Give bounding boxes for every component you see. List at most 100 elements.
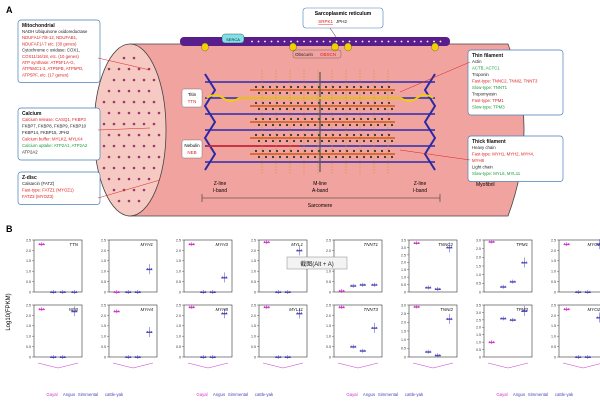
cross-section-dot (137, 67, 141, 71)
data-point (567, 307, 570, 311)
obscurin-gene: OBSCN (320, 52, 336, 57)
boxThin-line: Slow-type: TNNT1 (472, 85, 508, 90)
data-point (371, 326, 374, 329)
myosin-head (331, 117, 335, 121)
data-point (221, 311, 224, 315)
data-point (42, 307, 45, 311)
myosin-head (257, 139, 261, 143)
myosin-head (257, 91, 261, 95)
data-point (425, 286, 428, 289)
myosin-head (390, 155, 394, 159)
zline-right: Z-line (414, 181, 427, 187)
myosin-head (306, 123, 310, 127)
data-point (354, 345, 357, 348)
data-point (577, 290, 580, 293)
sr-dot (316, 40, 318, 43)
plot-MYOZ3: 00.51.01.52.02.5MYOZ3 (551, 303, 600, 369)
myosin-head (352, 85, 356, 89)
cross-section-dot (137, 89, 141, 93)
data-point (509, 318, 512, 321)
y-tick-label: 1.5 (476, 333, 481, 337)
myosin-head (376, 123, 380, 127)
myosin-head (289, 85, 293, 89)
myosin-head (303, 117, 307, 121)
myosin-head (299, 139, 303, 143)
myosin-head (383, 107, 387, 111)
myosin-head (285, 155, 289, 159)
myosin-head (271, 91, 275, 95)
data-point (586, 355, 589, 358)
boxCalc-frame (17, 107, 101, 161)
group-bracket (262, 362, 304, 369)
data-point (263, 240, 266, 244)
sr-dot (426, 40, 429, 43)
myosin-head (261, 149, 265, 153)
myosin-head (320, 139, 324, 143)
y-tick-label: 2.5 (101, 238, 106, 242)
data-point (211, 290, 214, 293)
data-point (71, 290, 74, 293)
data-point (213, 355, 216, 358)
boxThick-line: Light chain (472, 165, 493, 170)
myosin-head (387, 133, 391, 137)
data-point (575, 355, 578, 358)
y-tick-label: 2.5 (326, 303, 331, 307)
y-tick-label: 2.0 (551, 249, 556, 253)
myosin-head (324, 101, 328, 105)
y-tick-label: 1.0 (401, 338, 406, 342)
myosin-head (289, 117, 293, 121)
data-point (415, 305, 418, 308)
gene-title: TNNI2 (440, 307, 453, 312)
y-tick-label: 3.0 (476, 238, 481, 242)
data-point (579, 355, 582, 358)
cross-section-dot (137, 133, 141, 137)
y-tick-label: 1.5 (26, 259, 31, 263)
boxThin-line: Fast-type: TPM1 (472, 98, 504, 103)
y-tick-label: 2.0 (251, 314, 256, 318)
boxCalc-line: Calcium release: CASQ1, FKBP3 (22, 117, 86, 122)
y-tick-label: 1.0 (476, 341, 481, 345)
myosin-head (257, 155, 261, 159)
myosin-head (310, 85, 314, 89)
data-point (446, 317, 449, 320)
data-point (125, 290, 128, 293)
myosin-head (320, 155, 324, 159)
cross-section-dot (127, 177, 131, 181)
y-tick-label: 0.5 (326, 345, 331, 349)
sr-dot (296, 40, 299, 43)
data-point (298, 311, 301, 315)
sr-box (302, 7, 384, 29)
data-point (584, 290, 587, 293)
data-point (59, 290, 62, 293)
myosin-head (373, 133, 377, 137)
myosin-head (352, 117, 356, 121)
myosin-head (327, 91, 331, 95)
cross-section-dot (142, 122, 146, 126)
myosin-head (355, 139, 359, 143)
boxZ-line: Fast-type: FATZ1 (MYOZ1) (22, 188, 74, 193)
myosin-head (299, 155, 303, 159)
sr-dot (381, 40, 383, 43)
sr-dot (257, 40, 260, 43)
data-point (523, 309, 526, 312)
gene-title: MYH8 (215, 307, 228, 312)
y-tick-label: 2.0 (401, 321, 406, 325)
data-point (338, 289, 341, 292)
data-point (373, 326, 376, 329)
myosin-head (275, 101, 279, 105)
panel-b-label: B (6, 224, 13, 234)
myosin-head (257, 107, 261, 111)
myosin-head (369, 107, 373, 111)
data-point (204, 290, 207, 293)
cross-section-dot (117, 67, 121, 71)
myosin-head (376, 107, 380, 111)
myosin-head (289, 133, 293, 137)
data-point (265, 305, 268, 309)
sr-channels (201, 42, 439, 52)
plot-frame (183, 239, 233, 293)
cross-section-dot (137, 155, 141, 159)
data-point (190, 305, 193, 309)
boxZ-title: Z-disc (22, 175, 37, 181)
